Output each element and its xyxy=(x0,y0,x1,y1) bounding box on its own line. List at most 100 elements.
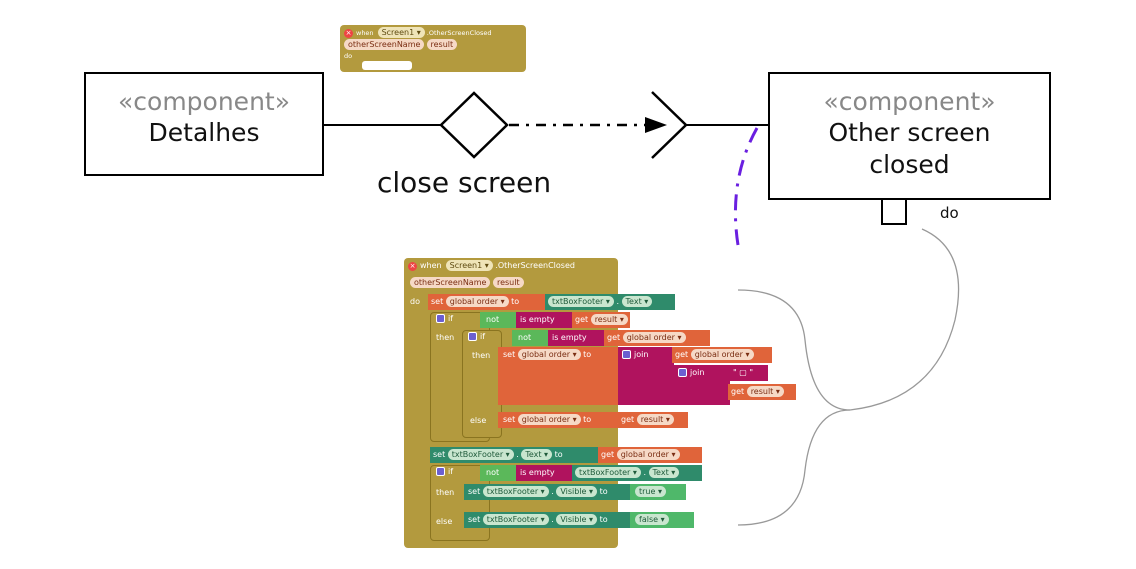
global-order-dropdown: global order ▾ xyxy=(517,414,581,425)
diamond-shape xyxy=(439,91,509,159)
set-visible-false: set txtBoxFooter ▾ . Visible ▾ to xyxy=(464,512,632,528)
gear-icon xyxy=(436,467,445,476)
component-dropdown: txtBoxFooter ▾ xyxy=(548,296,614,307)
event-label: .OtherScreenClosed xyxy=(495,261,575,270)
join-label: join xyxy=(634,350,649,359)
result-dropdown: result ▾ xyxy=(590,314,628,325)
not-block-last: not xyxy=(480,465,520,481)
param-other-screen-name: otherScreenName xyxy=(410,277,491,288)
get-label: get xyxy=(575,315,589,324)
set-visible-true: set txtBoxFooter ▾ . Visible ▾ to xyxy=(464,484,632,500)
join-block-outer: join xyxy=(618,347,674,405)
component-dropdown: txtBoxFooter ▾ xyxy=(575,467,641,478)
property-dropdown: Text ▾ xyxy=(648,467,680,478)
port-do-label: do xyxy=(940,204,959,222)
get-global-order-set: get global order ▾ xyxy=(598,447,702,463)
get-label: get xyxy=(607,333,621,342)
purple-dashed-curve xyxy=(733,127,759,246)
do-label: do xyxy=(410,297,420,306)
get-global-order-join: get global order ▾ xyxy=(672,347,772,363)
gear-icon xyxy=(678,368,687,377)
set-label: set xyxy=(433,450,446,459)
when-label: when xyxy=(420,261,442,270)
get-label: get xyxy=(621,415,635,424)
set-global-order-join: set global order ▾ to xyxy=(498,347,620,405)
is-empty-label: is empty xyxy=(552,333,587,342)
param-result: result xyxy=(426,39,458,50)
if-label: if xyxy=(448,314,454,323)
dot-label: . xyxy=(516,450,519,459)
close-icon: × xyxy=(344,29,353,38)
get-result-block: get result ▾ xyxy=(572,312,630,328)
result-dropdown: result ▾ xyxy=(636,414,674,425)
get-result-join: get result ▾ xyxy=(728,384,796,400)
arrowhead xyxy=(645,117,667,133)
param-other-screen-name: otherScreenName xyxy=(344,39,425,50)
component-name-line1: Other screen xyxy=(828,118,991,147)
result-dropdown: result ▾ xyxy=(746,386,784,397)
not-block-inner: not xyxy=(512,330,552,346)
get-label: get xyxy=(601,450,615,459)
event-params: otherScreenName result xyxy=(410,277,524,289)
then-label-inner: then xyxy=(472,351,491,360)
gear-icon xyxy=(436,314,445,323)
global-order-dropdown: global order ▾ xyxy=(622,332,686,343)
to-label: to xyxy=(599,515,608,524)
join-block-inner: join xyxy=(674,365,730,405)
event-label: .OtherScreenClosed xyxy=(426,29,492,37)
do-label: do xyxy=(344,52,353,60)
if-header-outer: if xyxy=(436,313,453,325)
dot-label: . xyxy=(551,515,554,524)
get-label: get xyxy=(675,350,689,359)
set-global-order-else: set global order ▾ to xyxy=(498,412,618,428)
not-label: not xyxy=(518,333,532,342)
screen-dropdown: Screen1 ▾ xyxy=(377,27,425,38)
property-dropdown: Visible ▾ xyxy=(556,514,598,525)
component-dropdown: txtBoxFooter ▾ xyxy=(447,449,514,460)
when-label: when xyxy=(356,29,374,37)
component-other-screen-closed: «component» Other screen closed xyxy=(768,72,1051,200)
global-order-dropdown: global order ▾ xyxy=(517,349,581,360)
false-dropdown: false ▾ xyxy=(635,514,669,525)
get-global-order-block: get global order ▾ xyxy=(604,330,710,346)
if-label: if xyxy=(448,467,454,476)
true-block: true ▾ xyxy=(630,484,686,500)
thumbnail-do-slot xyxy=(362,61,412,70)
txtboxfooter-text-getter: txtBoxFooter ▾ . Text ▾ xyxy=(545,294,675,310)
to-label: to xyxy=(511,297,520,306)
else-label-last: else xyxy=(436,517,453,526)
brace-bottom-inner xyxy=(737,409,851,526)
then-label-last: then xyxy=(436,488,455,497)
gear-icon xyxy=(622,350,631,359)
string-value: " ▢ " xyxy=(733,368,754,377)
text-string-block: " ▢ " xyxy=(728,365,768,381)
get-result-else: get result ▾ xyxy=(616,412,688,428)
property-dropdown: Text ▾ xyxy=(521,449,553,460)
component-stereotype: «component» xyxy=(117,87,291,116)
brace-upper xyxy=(849,228,960,411)
set-txtboxfooter-text: set txtBoxFooter ▾ . Text ▾ to xyxy=(430,447,600,463)
to-label: to xyxy=(554,450,563,459)
set-label: set xyxy=(503,415,516,424)
port-square xyxy=(881,198,907,225)
get-label: get xyxy=(731,387,745,396)
is-empty-block-last: is empty xyxy=(516,465,572,481)
is-empty-label: is empty xyxy=(520,468,555,477)
gear-icon xyxy=(468,332,477,341)
dot-label: . xyxy=(551,487,554,496)
to-label: to xyxy=(599,487,608,496)
is-empty-block: is empty xyxy=(516,312,572,328)
txtboxfooter-text-getter-last: txtBoxFooter ▾ . Text ▾ xyxy=(572,465,702,481)
set-label: set xyxy=(503,350,516,359)
brace-top-inner xyxy=(737,289,851,411)
set-global-order-block: set global order ▾ to xyxy=(428,294,548,310)
global-order-dropdown: global order ▾ xyxy=(445,296,509,307)
set-label: set xyxy=(468,515,481,524)
join-label: join xyxy=(690,368,705,377)
param-result: result xyxy=(492,277,524,288)
component-stereotype: «component» xyxy=(823,87,996,116)
close-screen-label: close screen xyxy=(377,166,552,199)
set-label: set xyxy=(431,297,444,306)
